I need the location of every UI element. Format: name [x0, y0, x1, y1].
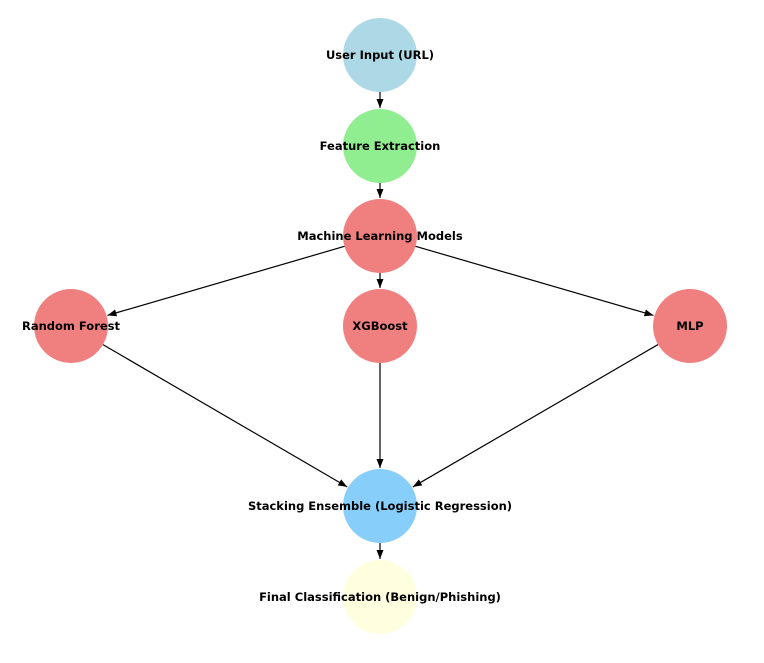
- node-mlp: MLP: [653, 289, 727, 363]
- nodes-layer: User Input (URL) Feature ExtractionMachin…: [22, 18, 727, 634]
- node-circle-final-classification: [343, 560, 417, 634]
- node-final-classification: Final Classification (Benign/Phishing): [259, 560, 501, 634]
- node-label-random-forest: Random Forest: [22, 319, 121, 333]
- node-label-feature-extraction: Feature Extraction: [320, 139, 441, 153]
- node-random-forest: Random Forest: [22, 289, 121, 363]
- node-label-stacking-ensemble: Stacking Ensemble (Logistic Regression): [248, 499, 512, 513]
- edge-ml-models-to-mlp: [415, 245, 654, 317]
- edge-mlp-to-stacking-ensemble: [412, 344, 659, 488]
- node-xgboost: XGBoost: [343, 289, 417, 363]
- node-circle-mlp: [653, 289, 727, 363]
- node-circle-xgboost: [343, 289, 417, 363]
- node-circle-ml-models: [343, 199, 417, 273]
- node-label-xgboost: XGBoost: [352, 319, 408, 333]
- node-ml-models: Machine Learning Models: [297, 199, 463, 273]
- node-label-final-classification: Final Classification (Benign/Phishing): [259, 590, 501, 604]
- node-circle-user-input: [343, 18, 417, 92]
- node-circle-random-forest: [34, 289, 108, 363]
- edge-random-forest-to-stacking-ensemble: [102, 344, 348, 488]
- node-stacking-ensemble: Stacking Ensemble (Logistic Regression): [248, 469, 512, 543]
- node-user-input: User Input (URL): [326, 18, 434, 92]
- node-label-mlp: MLP: [676, 319, 703, 333]
- edge-ml-models-to-random-forest: [107, 245, 345, 317]
- node-feature-extraction: Feature Extraction: [320, 109, 441, 183]
- node-circle-feature-extraction: [343, 109, 417, 183]
- edges-layer: [102, 92, 659, 559]
- node-label-user-input: User Input (URL): [326, 48, 434, 62]
- node-circle-stacking-ensemble: [343, 469, 417, 543]
- node-label-ml-models: Machine Learning Models: [297, 229, 463, 243]
